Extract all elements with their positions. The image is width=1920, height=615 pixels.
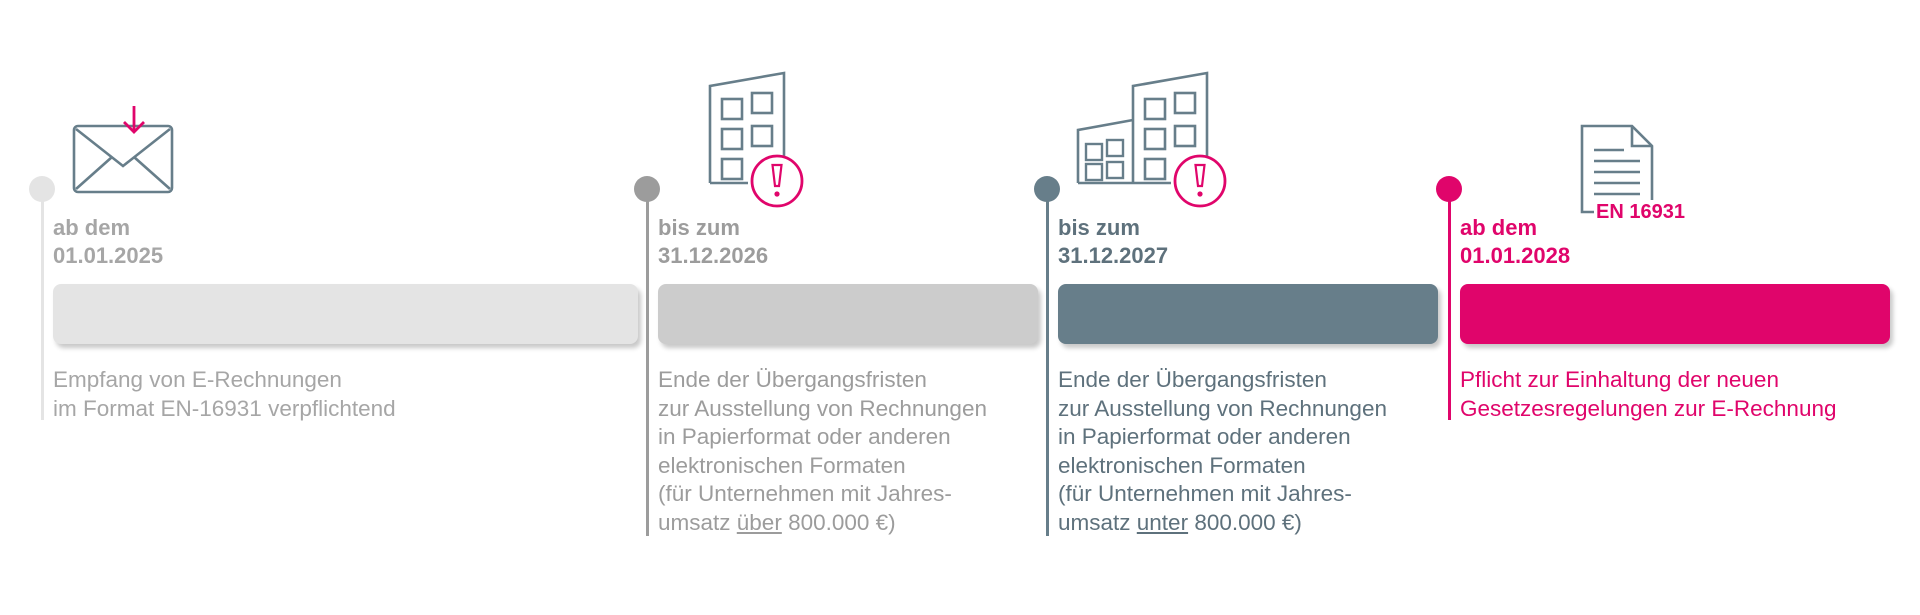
timeline-dot <box>1436 176 1462 202</box>
milestone-description: Ende der Übergangsfristen zur Ausstellun… <box>658 366 987 538</box>
date-prefix: bis zum <box>1058 215 1140 240</box>
milestone-date: ab dem 01.01.2025 <box>53 214 163 270</box>
desc-pre: umsatz <box>1058 509 1137 535</box>
document-en16931-icon <box>1580 124 1656 222</box>
date-prefix: bis zum <box>658 215 740 240</box>
desc-line-last: umsatz über 800.000 €) <box>658 509 987 538</box>
desc-line: zur Ausstellung von Rechnungen <box>658 395 987 421</box>
date-prefix: ab dem <box>1460 215 1538 240</box>
desc-emphasis: unter <box>1136 509 1189 535</box>
desc-line: in Papierformat oder anderen <box>658 424 951 450</box>
desc-line: Gesetzesregelungen zur E-Rechnung <box>1460 395 1837 421</box>
document-icon-label: EN 16931 <box>1596 201 1685 223</box>
date-value: 01.01.2025 <box>53 243 164 268</box>
milestone-description: Pflicht zur Einhaltung der neuen Gesetze… <box>1460 366 1836 423</box>
desc-post: 800.000 €) <box>1188 509 1302 535</box>
timeline-stem <box>1046 188 1049 536</box>
desc-line: Empfang von E-Rechnungen <box>53 367 342 392</box>
desc-pre: umsatz <box>658 509 737 535</box>
desc-line: in Papierformat oder anderen <box>1058 424 1351 450</box>
desc-line: (für Unternehmen mit Jahres- <box>1058 481 1352 507</box>
date-value: 31.12.2027 <box>1058 243 1169 268</box>
desc-line: Ende der Übergangsfristen <box>1058 367 1327 392</box>
phase-bar <box>53 284 638 344</box>
milestone-date: bis zum 31.12.2027 <box>1058 214 1168 270</box>
milestone-description: Empfang von E-Rechnungen im Format EN-16… <box>53 366 396 423</box>
milestone-date: bis zum 31.12.2026 <box>658 214 768 270</box>
timeline-stem <box>646 188 649 536</box>
date-value: 31.12.2026 <box>658 243 769 268</box>
building-warning-icon <box>708 71 804 208</box>
milestone-description: Ende der Übergangsfristen zur Ausstellun… <box>1058 366 1387 538</box>
desc-line-last: umsatz unter 800.000 €) <box>1058 509 1387 538</box>
milestone-date: ab dem 01.01.2028 <box>1460 214 1570 270</box>
desc-line: (für Unternehmen mit Jahres- <box>658 481 952 507</box>
desc-line: Ende der Übergangsfristen <box>658 367 927 392</box>
date-value: 01.01.2028 <box>1460 243 1571 268</box>
timeline-dot <box>29 176 55 202</box>
date-prefix: ab dem <box>53 215 131 240</box>
timeline-dot <box>1034 176 1060 202</box>
timeline-stem <box>1448 188 1451 420</box>
timeline-stem <box>41 188 44 420</box>
desc-line: elektronischen Formaten <box>658 452 906 478</box>
desc-line: im Format EN-16931 verpflichtend <box>53 395 396 421</box>
desc-line: zur Ausstellung von Rechnungen <box>1058 395 1387 421</box>
desc-emphasis: über <box>736 509 782 535</box>
timeline-dot <box>634 176 660 202</box>
phase-bar <box>1058 284 1438 344</box>
phase-bar <box>1460 284 1890 344</box>
envelope-download-icon <box>72 106 174 194</box>
desc-post: 800.000 €) <box>781 509 896 535</box>
desc-line: elektronischen Formaten <box>1058 452 1306 478</box>
buildings-warning-icon <box>1076 71 1227 208</box>
desc-line: Pflicht zur Einhaltung der neuen <box>1460 367 1779 392</box>
phase-bar <box>658 284 1038 344</box>
